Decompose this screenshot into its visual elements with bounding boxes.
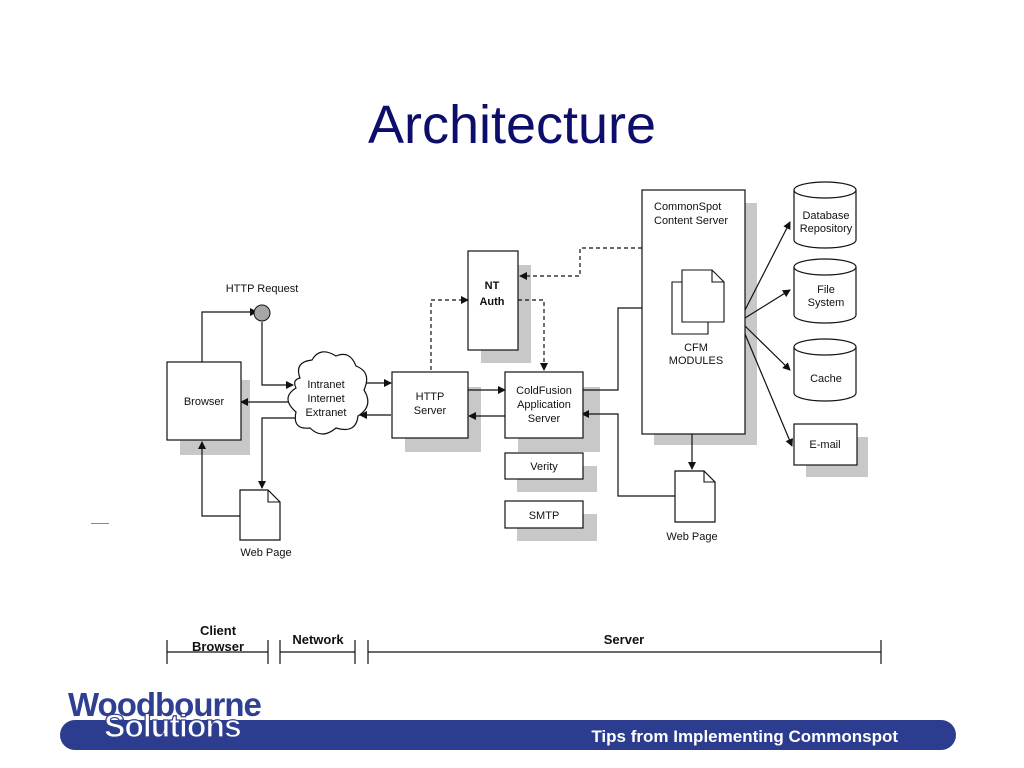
http-request-node: HTTP Request [226, 283, 299, 322]
tier-server-label: Server [604, 632, 644, 647]
svg-text:Verity: Verity [530, 461, 558, 473]
http-server-box: HTTP Server [391, 371, 469, 439]
svg-text:Intranet: Intranet [307, 379, 344, 391]
svg-text:Cache: Cache [810, 373, 842, 385]
network-cloud: Intranet Internet Extranet [287, 351, 369, 435]
svg-text:ColdFusion: ColdFusion [516, 385, 572, 397]
footer-bar: Tips from Implementing Commonspot [60, 720, 956, 750]
footer-tagline: Tips from Implementing Commonspot [591, 727, 898, 746]
slide-title: Architecture [367, 95, 657, 155]
svg-text:System: System [808, 297, 845, 309]
decorative-mark [91, 523, 109, 524]
svg-text:HTTP: HTTP [416, 391, 445, 403]
svg-text:MODULES: MODULES [669, 355, 723, 367]
svg-text:Content Server: Content Server [654, 215, 728, 227]
client-web-page: Web Page [239, 489, 292, 559]
tier-client-label-2: Browser [192, 639, 244, 654]
email-box: E-mail [793, 423, 858, 466]
smtp-box: SMTP [504, 500, 584, 529]
svg-text:Database: Database [802, 210, 849, 222]
svg-text:E-mail: E-mail [809, 439, 840, 451]
coldfusion-server-box: ColdFusion Application Server [504, 371, 584, 439]
nt-auth-box: NT Auth [467, 250, 519, 351]
svg-text:Browser: Browser [184, 396, 225, 408]
svg-text:Server: Server [528, 413, 561, 425]
svg-text:Internet: Internet [307, 393, 344, 405]
cache-cylinder: Cache [793, 338, 857, 402]
server-web-page: Web Page [666, 470, 718, 543]
svg-text:Extranet: Extranet [306, 407, 347, 419]
svg-text:CFM: CFM [684, 342, 708, 354]
svg-text:Repository: Repository [800, 223, 853, 235]
verity-box: Verity [504, 452, 584, 480]
svg-text:NT: NT [485, 280, 500, 292]
svg-text:Application: Application [517, 399, 571, 411]
tier-network-label: Network [292, 632, 344, 647]
svg-text:CommonSpot: CommonSpot [654, 201, 721, 213]
svg-text:SMTP: SMTP [529, 510, 560, 522]
woodbourne-logo: Woodbourne Solutions [64, 688, 264, 748]
svg-text:File: File [817, 284, 835, 296]
logo-line-2: Solutions [103, 708, 242, 744]
svg-text:Web Page: Web Page [666, 531, 717, 543]
cfm-modules: CFM MODULES [669, 269, 725, 367]
file-system-cylinder: File System [793, 258, 857, 324]
tier-bar: Client Browser Network Server [166, 623, 882, 664]
logo-line-1: Woodbourne [68, 686, 262, 723]
svg-text:HTTP Request: HTTP Request [226, 283, 299, 295]
svg-text:Web Page: Web Page [240, 547, 291, 559]
tier-client-label: Client [200, 623, 237, 638]
architecture-diagram: HTTP Request Browser Intranet Internet E… [166, 181, 882, 664]
database-cylinder: Database Repository [793, 181, 857, 249]
browser-box: Browser [166, 361, 242, 441]
svg-text:Auth: Auth [479, 296, 504, 308]
svg-text:Server: Server [414, 405, 447, 417]
